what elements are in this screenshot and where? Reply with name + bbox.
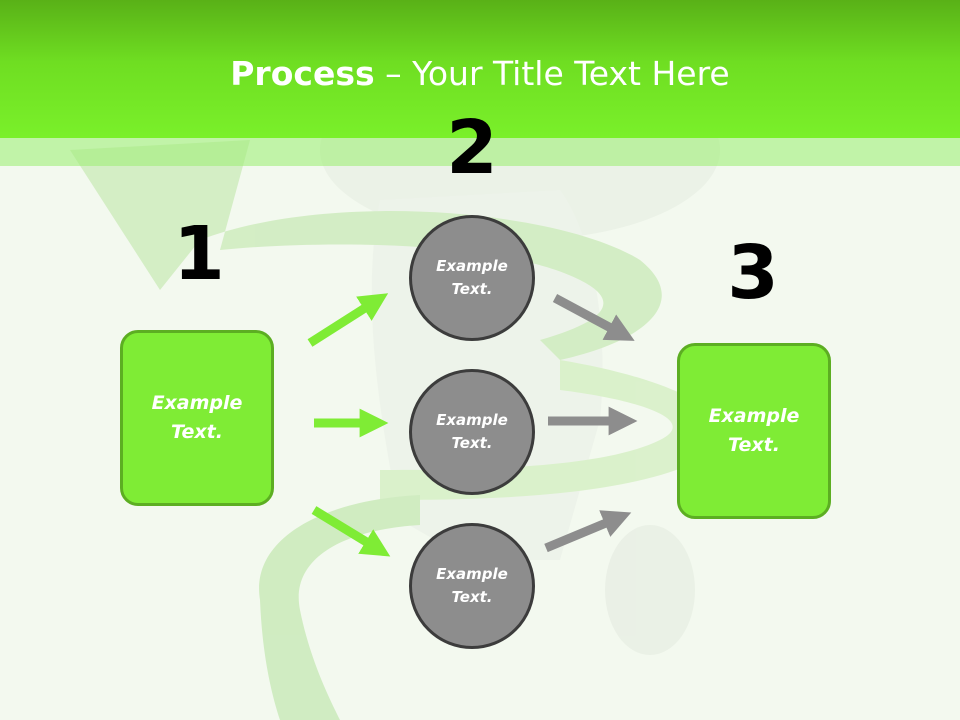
- title-bold: Process: [230, 54, 375, 93]
- step-2-circle-middle: Example Text.: [409, 369, 535, 495]
- title-bar-strip: [0, 138, 960, 166]
- circle-top-text: Example Text.: [436, 257, 508, 298]
- green-arrow-down: [311, 506, 391, 557]
- step-2-circle-top: Example Text.: [409, 215, 535, 341]
- slide-title: Process – Your Title Text Here: [0, 52, 960, 96]
- circle-bottom-text: Example Text.: [436, 565, 508, 606]
- step-2-circle-bottom: Example Text.: [409, 523, 535, 649]
- step-1-box: Example Text.: [120, 330, 274, 506]
- gray-arrow-up: [544, 510, 632, 553]
- green-arrow-up: [307, 293, 389, 347]
- step-3-box: Example Text.: [677, 343, 831, 519]
- step-1-box-text: Example Text.: [151, 392, 243, 443]
- title-bar: [0, 0, 960, 138]
- step-number-2: 2: [446, 105, 498, 191]
- step-number-1: 1: [173, 211, 225, 297]
- title-rest: – Your Title Text Here: [374, 54, 730, 93]
- gray-arrow-down: [552, 294, 635, 341]
- circle-middle-text: Example Text.: [436, 411, 508, 452]
- step-number-3: 3: [727, 230, 779, 316]
- step-3-box-text: Example Text.: [708, 405, 800, 456]
